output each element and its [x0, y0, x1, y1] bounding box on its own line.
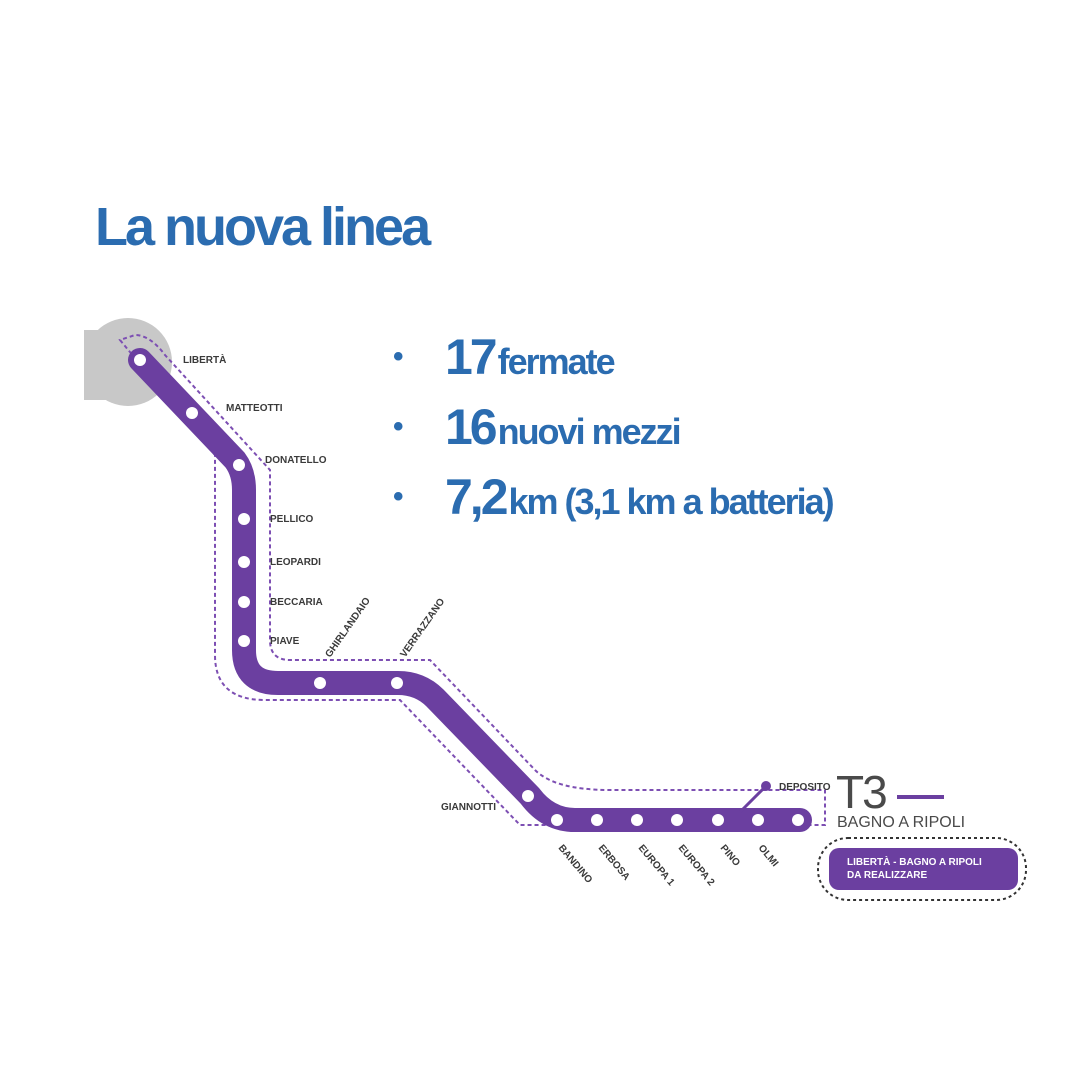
depot-marker [761, 781, 771, 791]
station-dot-ghirlandaio [314, 677, 326, 689]
station-dot-erbosa [591, 814, 603, 826]
station-label-erbosa: ERBOSA [596, 843, 632, 883]
terminus-area-base [84, 330, 124, 400]
depot-spur [738, 784, 768, 814]
stat-vehicles: • 16 nuovi mezzi [393, 398, 833, 468]
stat-value: 7,2 [445, 469, 508, 525]
station-label-ghirlandaio: GHIRLANDAIO [323, 595, 373, 659]
tram-line-t3 [128, 348, 812, 832]
station-label-olmi: OLMI [756, 843, 781, 869]
line-destination: BAGNO A RIPOLI [837, 814, 965, 831]
station-label-liberta: LIBERTÀ [183, 353, 226, 366]
bullet-icon: • [393, 480, 404, 513]
stat-stops: • 17 fermate [393, 328, 833, 398]
bullet-icon: • [393, 340, 404, 373]
station-label-deposito: DEPOSITO [779, 782, 831, 793]
station-dot-donatello [233, 459, 245, 471]
station-dot-europa1 [631, 814, 643, 826]
legend-text-status: DA REALIZZARE [847, 870, 928, 881]
station-label-verrazzano: VERRAZZANO [398, 596, 447, 659]
station-dot-liberta [134, 354, 146, 366]
station-dot-bandino [551, 814, 563, 826]
page-title: La nuova linea [95, 197, 431, 257]
station-label-donatello: DONATELLO [265, 455, 327, 466]
stat-value: 17 [445, 329, 498, 385]
station-label-bandino: BANDINO [556, 843, 595, 886]
station-label-europa1: EUROPA 1 [636, 843, 677, 889]
station-label-piave: PIAVE [270, 636, 300, 647]
station-label-beccaria: BECCARIA [270, 597, 323, 608]
legend-outline [817, 837, 1027, 901]
stat-label: fermate [497, 341, 616, 382]
stat-value: 16 [445, 399, 498, 455]
line-name: T3 [836, 766, 886, 818]
bullet-icon: • [393, 410, 404, 443]
station-dot-pino [712, 814, 724, 826]
stat-label: nuovi mezzi [497, 411, 682, 452]
station-label-europa2: EUROPA 2 [676, 843, 717, 889]
station-dot-verrazzano [391, 677, 403, 689]
planned-outline [118, 333, 826, 826]
station-label-matteotti: MATTEOTTI [226, 403, 283, 414]
station-label-giannotti: GIANNOTTI [441, 802, 496, 813]
legend-badge [829, 848, 1018, 890]
station-dot-leopardi [238, 556, 250, 568]
station-dot-beccaria [238, 596, 250, 608]
station-dot-pellico [238, 513, 250, 525]
station-dot-europa2 [671, 814, 683, 826]
station-dot-piave [238, 635, 250, 647]
station-dot-olmi [752, 814, 764, 826]
station-label-pino: PINO [718, 843, 742, 869]
station-label-leopardi: LEOPARDI [270, 557, 321, 568]
station-dot-giannotti [522, 790, 534, 802]
stat-label: km (3,1 km a batteria) [508, 481, 834, 522]
station-dot-bagno-a-ripoli [792, 814, 804, 826]
station-dot-matteotti [186, 407, 198, 419]
line-color-bar [897, 795, 944, 799]
station-label-pellico: PELLICO [270, 514, 314, 525]
legend-text-route: LIBERTÀ - BAGNO A RIPOLI [847, 855, 982, 868]
stat-length: • 7,2 km (3,1 km a batteria) [393, 468, 835, 538]
stats-list: • 17 fermate • 16 nuovi mezzi • 7,2 km (3,1… [393, 328, 835, 538]
